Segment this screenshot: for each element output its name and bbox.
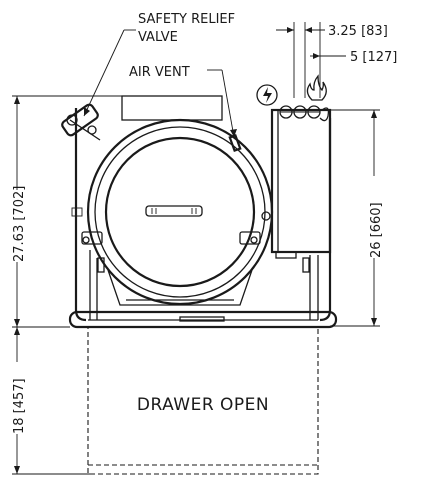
dimension-drawer: 18 [457] <box>12 327 27 474</box>
safety-relief-valve-label-line2: VALVE <box>138 30 178 45</box>
dimension-325-label: 3.25 [83] <box>328 24 388 39</box>
extension-lines <box>12 22 380 475</box>
gas-flame-icon <box>306 74 327 101</box>
air-vent-callout: AIR VENT <box>129 65 237 138</box>
dimension-5-label: 5 [127] <box>350 50 397 65</box>
dimension-height-label: 27.63 [702] <box>12 186 27 262</box>
dimension-height: 27.63 [702] <box>12 96 27 327</box>
dimension-5: 5 [127] <box>310 50 397 65</box>
drum-door <box>71 118 274 306</box>
control-box <box>270 108 332 259</box>
air-vent-label: AIR VENT <box>129 65 190 80</box>
dimension-325: 3.25 [83] <box>276 24 388 39</box>
safety-relief-valve-callout: SAFETY RELIEF VALVE <box>83 12 235 117</box>
utility-fittings <box>279 105 330 122</box>
air-vent-fitting <box>228 133 242 153</box>
safety-relief-valve <box>61 103 101 141</box>
safety-relief-valve-label-line1: SAFETY RELIEF <box>138 12 235 27</box>
electrical-icon <box>256 84 278 106</box>
dimension-cabinet: 26 [660] <box>369 110 384 326</box>
dimension-drawer-label: 18 [457] <box>12 378 27 434</box>
drawer-open-outline: DRAWER OPEN <box>87 326 319 475</box>
dimension-cabinet-label: 26 [660] <box>369 202 384 258</box>
drawer-open-label: DRAWER OPEN <box>137 395 269 415</box>
